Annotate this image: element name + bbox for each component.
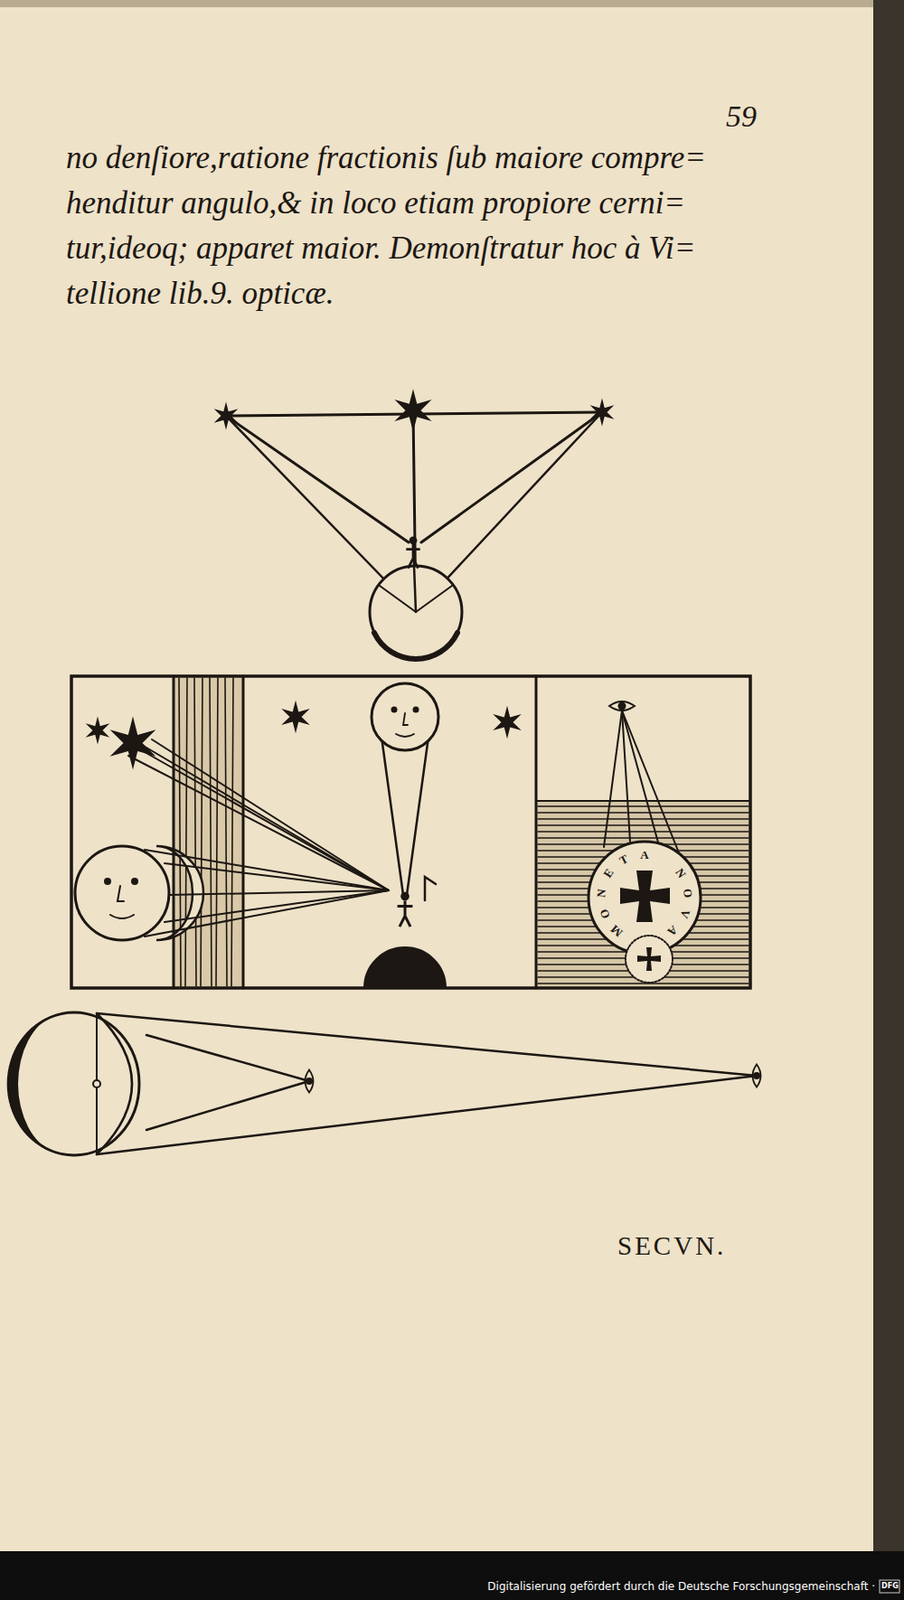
catchword: SECVN. xyxy=(617,1233,726,1260)
coin-letter: N xyxy=(594,888,608,899)
body-text-line: no denſiore,ratione fractionis ſub maior… xyxy=(65,141,707,174)
body-text-line: tellione lib.9. opticæ. xyxy=(65,277,335,310)
digitization-credit: Digitalisierung gefördert durch die Deut… xyxy=(487,1581,876,1592)
coin-letter: O xyxy=(681,887,695,898)
dfg-logo: DFG xyxy=(881,1582,899,1590)
body-text-line: tur,ideoq; apparet maior. Demonſtratur h… xyxy=(65,232,696,264)
page-number: 59 xyxy=(725,101,757,132)
coin-letter: A xyxy=(640,848,649,861)
body-text-line: henditur angulo,& in loco etiam propiore… xyxy=(65,187,686,219)
